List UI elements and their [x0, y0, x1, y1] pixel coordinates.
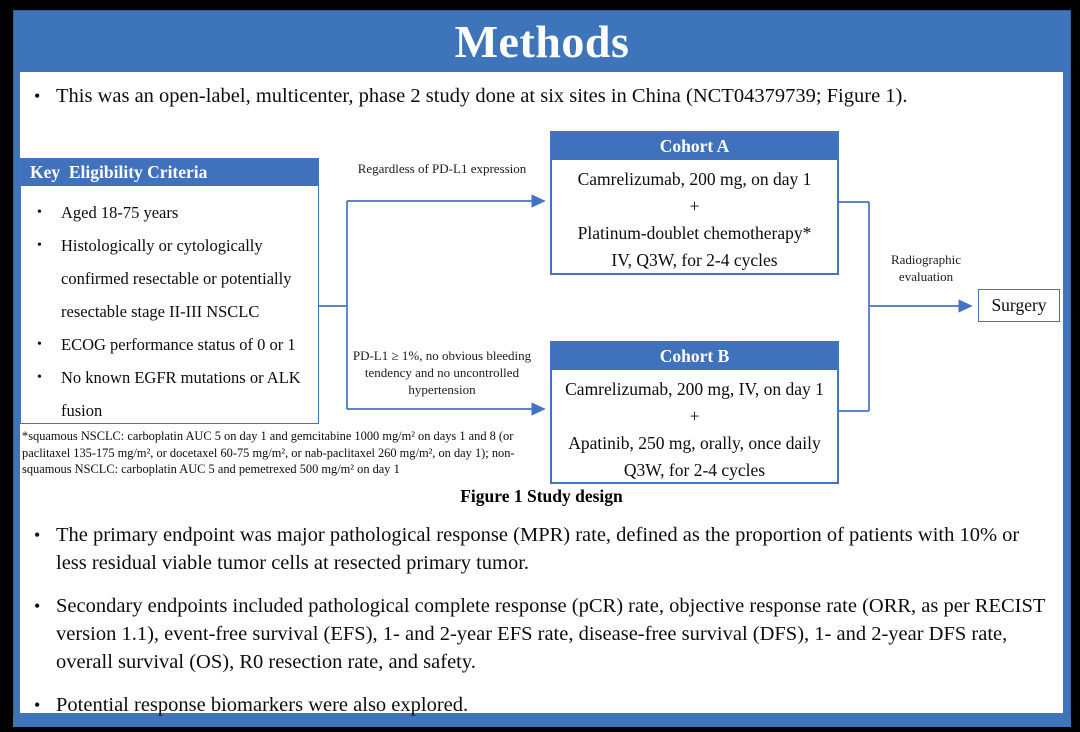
cohort-b-line: Apatinib, 250 mg, orally, once daily — [568, 433, 821, 453]
bullet-marker: • — [37, 238, 42, 253]
cohort-a-line: Platinum-doublet chemotherapy* — [577, 223, 812, 243]
intro-text: This was an open-label, multicenter, pha… — [56, 85, 908, 107]
biomarkers-bullet: • Potential response biomarkers were als… — [32, 691, 1053, 719]
eligibility-item: • No known EGFR mutations or ALK fusion — [21, 361, 312, 427]
bullet-marker: • — [37, 337, 42, 352]
plus-sign: + — [689, 406, 700, 426]
biomarkers-text: Potential response biomarkers were also … — [56, 694, 469, 716]
bullet-marker: • — [37, 370, 42, 385]
eligibility-item: • Histologically or cytologically confir… — [21, 229, 312, 328]
surgery-box: Surgery — [978, 289, 1060, 322]
surgery-label: Surgery — [991, 295, 1047, 315]
secondary-endpoints-bullet: • Secondary endpoints included pathologi… — [32, 592, 1053, 676]
eligibility-item: • ECOG performance status of 0 or 1 — [21, 328, 312, 361]
cohort-b-line: Camrelizumab, 200 mg, IV, on day 1 — [565, 379, 824, 399]
eligibility-list: • Aged 18-75 years • Histologically or c… — [21, 186, 318, 427]
cohort-a-header: Cohort A — [552, 133, 837, 160]
radiographic-evaluation-label: Radiographic evaluation — [890, 252, 962, 284]
eligibility-item: • Aged 18-75 years — [21, 196, 312, 229]
eligibility-box: Key Eligibility Criteria • Aged 18-75 ye… — [20, 158, 319, 424]
branch-label-top: Regardless of PD-L1 expression — [357, 161, 527, 176]
figure-caption: Figure 1 Study design — [460, 486, 623, 506]
eligibility-item-text: No known EGFR mutations or ALK fusion — [61, 368, 301, 420]
secondary-endpoints-text: Secondary endpoints included pathologica… — [56, 595, 1046, 673]
bullet-marker: • — [37, 205, 42, 220]
eligibility-item-text: Histologically or cytologically confirme… — [61, 236, 292, 321]
bullet-marker: • — [34, 596, 41, 616]
cohort-b-body: Camrelizumab, 200 mg, IV, on day 1 + Apa… — [552, 370, 837, 484]
endpoints-section: • The primary endpoint was major patholo… — [20, 521, 1063, 719]
cohort-a-body: Camrelizumab, 200 mg, on day 1 + Platinu… — [552, 160, 837, 274]
plus-sign: + — [689, 196, 700, 216]
cohort-b-header: Cohort B — [552, 343, 837, 370]
title-bar: Methods — [13, 10, 1071, 72]
chemotherapy-footnote: *squamous NSCLC: carboplatin AUC 5 on da… — [22, 429, 515, 476]
branch-label-bottom: PD-L1 ≥ 1%, no obvious bleeding tendency… — [352, 348, 532, 397]
cohort-b-box: Cohort B Camrelizumab, 200 mg, IV, on da… — [550, 341, 839, 484]
bullet-marker: • — [34, 695, 41, 715]
primary-endpoint-bullet: • The primary endpoint was major patholo… — [32, 521, 1053, 577]
intro-bullet: • This was an open-label, multicenter, p… — [32, 82, 1053, 110]
bottom-accent-bar — [13, 717, 1071, 727]
cohort-a-box: Cohort A Camrelizumab, 200 mg, on day 1 … — [550, 131, 839, 275]
slide-content: • This was an open-label, multicenter, p… — [20, 72, 1063, 716]
primary-endpoint-text: The primary endpoint was major pathologi… — [56, 524, 1020, 574]
figure-study-design: Key Eligibility Criteria • Aged 18-75 ye… — [20, 116, 1063, 519]
eligibility-header: Key Eligibility Criteria — [21, 159, 318, 186]
cohort-b-line: Q3W, for 2-4 cycles — [623, 460, 766, 480]
bullet-marker: • — [34, 525, 41, 545]
eligibility-item-text: Aged 18-75 years — [61, 203, 179, 222]
eligibility-item-text: ECOG performance status of 0 or 1 — [61, 335, 296, 354]
cohort-a-line: Camrelizumab, 200 mg, on day 1 — [577, 169, 812, 189]
cohort-a-line: IV, Q3W, for 2-4 cycles — [611, 250, 778, 270]
page-title: Methods — [454, 15, 630, 67]
bullet-marker: • — [34, 86, 41, 106]
